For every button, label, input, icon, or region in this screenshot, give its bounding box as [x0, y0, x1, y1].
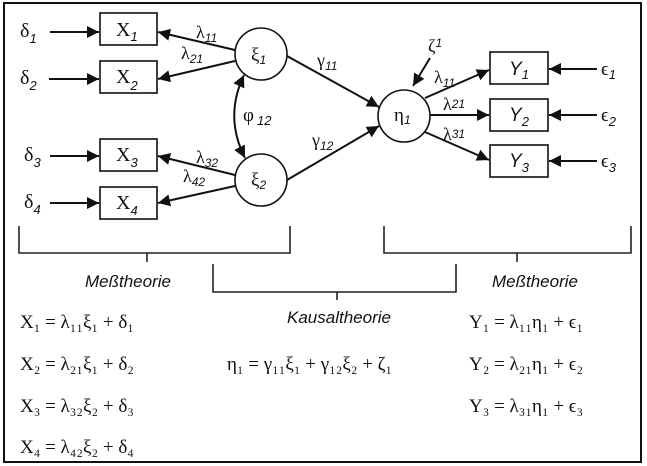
ksi-2-node: ξ2 — [234, 153, 288, 207]
delta-4-label: δ4 — [24, 191, 41, 217]
y3-label: Y3 — [509, 151, 530, 175]
x-indicator-3: δ3 X3 — [24, 138, 158, 172]
zeta-1-arrow — [412, 57, 431, 87]
lambda-y11-label: λ11 — [434, 67, 455, 90]
lambda-21-label: λ21 — [181, 43, 203, 66]
y-indicator-2: Y2 ϵ2 — [489, 98, 617, 132]
lambda-y31-label: λ31 — [443, 124, 465, 144]
y2-box — [489, 98, 549, 132]
x4-box — [99, 186, 158, 220]
x1-box — [99, 12, 158, 46]
bracket-left-measurement — [18, 226, 291, 262]
lambda-y21-label: λ21 — [443, 94, 465, 114]
x-indicator-1: δ1 X1 — [20, 12, 158, 46]
epsilon-2-label: ϵ2 — [601, 105, 617, 129]
equation-x1: X₁ = λ₁₁ξ₁ + δ₁ — [20, 312, 134, 333]
gamma-12-arrow — [286, 125, 380, 181]
y1-box — [489, 51, 549, 85]
delta-3-label: δ3 — [24, 144, 41, 170]
y2-label: Y2 — [509, 105, 530, 129]
x-indicator-4: δ4 X4 — [24, 186, 158, 220]
x1-label: X1 — [116, 19, 138, 44]
x2-box — [99, 60, 158, 94]
eta-1-label: η1 — [394, 105, 411, 127]
x-indicator-2: δ2 X2 — [20, 60, 158, 94]
x3-label: X3 — [116, 144, 138, 170]
equation-x3: X₃ = λ₃₂ξ₂ + δ₃ — [20, 396, 134, 417]
bracket-causal — [212, 264, 457, 300]
gamma-11-arrow — [286, 55, 380, 108]
phi-correlation-arrow — [233, 74, 246, 159]
delta-2-label: δ2 — [20, 67, 37, 93]
x2-label: X2 — [116, 66, 138, 93]
x3-box — [99, 138, 158, 172]
loading-arrow-y1 — [424, 69, 490, 99]
zeta-1-label: ζ1 — [428, 36, 442, 56]
lambda-11-label: λ11 — [196, 22, 217, 45]
frame-border — [3, 2, 642, 463]
equation-x4: X₄ = λ₄₂ξ₂ + δ₄ — [20, 437, 134, 458]
loading-arrow-x2 — [157, 60, 236, 83]
left-section-label: Meßtheorie — [85, 272, 171, 291]
y-indicator-1: Y1 ϵ1 — [489, 51, 616, 85]
eta-1-node: η1 — [377, 89, 431, 143]
lambda-42-label: λ42 — [183, 166, 205, 189]
loading-arrow-x4 — [157, 185, 236, 207]
equation-x2: X₂ = λ₂₁ξ₁ + δ₂ — [20, 354, 134, 375]
right-section-label: Meßtheorie — [492, 272, 578, 291]
loading-arrow-x3 — [157, 153, 236, 176]
x4-label: X4 — [116, 192, 138, 218]
delta-1-label: δ1 — [20, 20, 37, 46]
ksi-1-node: ξ1 — [234, 27, 288, 81]
y1-label: Y1 — [509, 59, 529, 82]
middle-section-label: Kausaltheorie — [287, 308, 391, 327]
equation-y2: Y₂ = λ₂₁η₁ + ϵ₂ — [469, 354, 583, 375]
y-indicator-3: Y3 ϵ3 — [489, 144, 617, 178]
equation-y1: Y₁ = λ₁₁η₁ + ϵ₁ — [469, 312, 583, 333]
epsilon-3-label: ϵ3 — [601, 151, 617, 175]
gamma-11-label: γ11 — [316, 50, 337, 73]
ksi-2-label: ξ2 — [251, 170, 266, 192]
gamma-12-label: γ12 — [311, 130, 334, 153]
lambda-32-label: λ32 — [196, 147, 218, 170]
ksi-1-label: ξ1 — [251, 45, 266, 67]
epsilon-1-label: ϵ1 — [601, 59, 616, 82]
equation-structural: η₁ = γ₁₁ξ₁ + γ₁₂ξ₂ + ζ₁ — [227, 354, 392, 375]
equation-y3: Y₃ = λ₃₁η₁ + ϵ₃ — [469, 396, 583, 417]
loading-arrow-x1 — [157, 28, 236, 51]
y3-box — [489, 144, 549, 178]
loading-arrow-y3 — [424, 131, 490, 161]
bracket-right-measurement — [383, 226, 632, 262]
